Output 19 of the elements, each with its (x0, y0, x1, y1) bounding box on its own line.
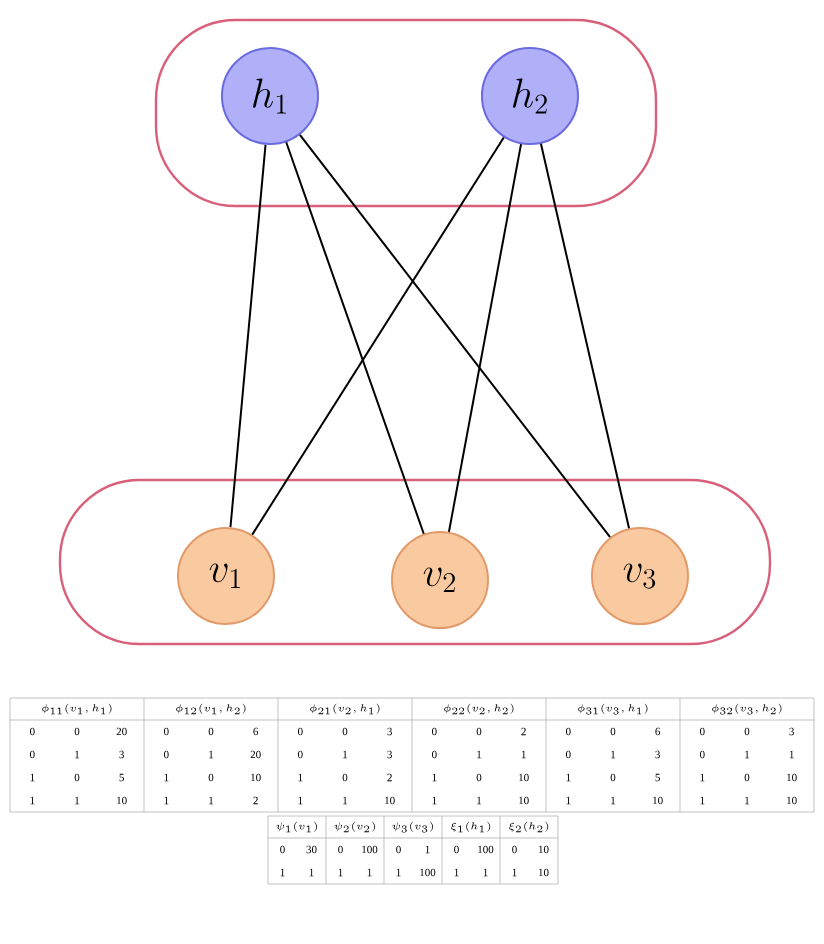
edge-line (298, 133, 612, 539)
table-header: $\psi_1(v_1)$ (276, 821, 317, 833)
edge-line (229, 143, 267, 529)
table-header: $\phi_{12}(v_1,h_2)$ (176, 703, 246, 715)
group-band (58, 478, 772, 646)
table-header: $\xi_1(h_1)$ (451, 821, 491, 833)
table-header: $\phi_{32}(v_3,h_2)$ (712, 703, 782, 715)
edge-line (539, 142, 631, 530)
edge-line (251, 136, 505, 536)
table-header: $\psi_3(v_3)$ (392, 821, 433, 833)
table-header: $\phi_{21}(v_2,h_1)$ (310, 703, 380, 715)
table-header: $\phi_{22}(v_2,h_2)$ (444, 703, 514, 715)
table-header: $\xi_2(h_2)$ (509, 821, 549, 833)
table-header: $\psi_2(v_2)$ (334, 821, 375, 833)
table-header: $\phi_{31}(v_3,h_1)$ (578, 703, 648, 715)
group-band (154, 18, 658, 208)
edge-line (285, 141, 425, 535)
table-header: $\phi_{11}(v_1,h_1)$ (42, 703, 112, 715)
edge-line (447, 143, 523, 533)
